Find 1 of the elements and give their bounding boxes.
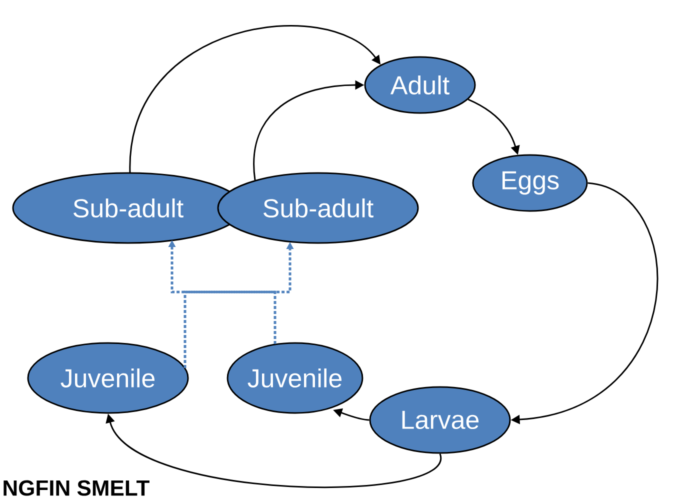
title-text: NGFIN SMELT [4,480,150,496]
